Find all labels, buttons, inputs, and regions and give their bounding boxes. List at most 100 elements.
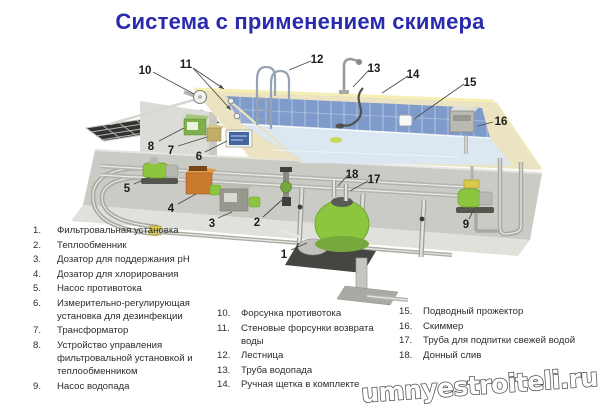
legend-item-number: 11.	[217, 322, 230, 334]
legend-item: 10. Форсунка противотока	[217, 307, 379, 320]
legend-item-text: Стеновые форсунки возврата воды	[241, 322, 374, 347]
measuring-unit	[225, 129, 253, 148]
legend-item-number: 1.	[33, 225, 42, 236]
legend-column-3: 15. Подводный прожектор 16. Скиммер 17. Тру…	[399, 305, 579, 363]
legend-item: 12. Лестница	[217, 349, 379, 362]
ladder	[255, 65, 291, 129]
transformer	[206, 124, 224, 142]
callout-10: 10	[139, 65, 152, 77]
legend-item-number: 4.	[33, 268, 42, 280]
back-pipe	[109, 97, 198, 126]
legend-column-1: 1. Фильтровальная установка 2. Теплообменн…	[33, 224, 235, 394]
chlorine-dosing-unit	[185, 166, 222, 196]
callout-7: 7	[168, 145, 174, 157]
legend-item-number: 7.	[33, 325, 42, 337]
legend-item: 15. Подводный прожектор	[399, 305, 579, 318]
wall-return-nozzles	[227, 97, 241, 120]
callout-2: 2	[254, 217, 260, 229]
legend-item-text: Труба для подпитки свежей водой	[423, 335, 576, 347]
callout-17: 17	[368, 174, 381, 186]
counterflow-nozzle	[183, 89, 208, 105]
callout-8: 8	[148, 141, 155, 153]
legend-item: 3. Дозатор для поддержания pH	[33, 253, 235, 266]
legend-item-number: 13.	[217, 364, 231, 376]
callout-16: 16	[495, 116, 508, 128]
legend-item: 17. Труба для подпитки свежей водой	[399, 334, 579, 347]
callout-13: 13	[368, 63, 381, 75]
callout-11: 11	[180, 59, 193, 71]
legend-item-text: Ручная щетка в комплекте	[241, 379, 360, 391]
legend-item-number: 17.	[399, 335, 413, 347]
ph-dosing-unit	[219, 183, 261, 212]
legend-item: 1. Фильтровальная установка	[33, 224, 235, 237]
pipe-pedestal	[336, 257, 409, 306]
legend-item-number: 3.	[33, 254, 42, 266]
legend-item: 9. Насос водопада	[33, 380, 235, 393]
legend-item-text: Дозатор для хлорирования	[57, 268, 179, 280]
legend-item-number: 15.	[399, 306, 413, 317]
callout-12: 12	[311, 54, 324, 66]
page-title: Система с применением скимера	[115, 9, 485, 34]
legend-item-number: 10.	[217, 308, 231, 319]
legend-item: 6. Измерительно-регулирующая установка дл…	[33, 297, 235, 323]
callout-14: 14	[407, 69, 420, 81]
counterflow-pump	[141, 157, 179, 184]
legend-item-number: 16.	[399, 320, 413, 332]
waterfall-pipe	[339, 57, 362, 94]
legend-item-number: 5.	[33, 283, 42, 295]
legend-item: 2. Теплообменник	[33, 239, 235, 252]
legend-item: 13. Труба водопада	[217, 364, 379, 377]
drain-fittings	[331, 180, 349, 201]
legend-item: 8. Устройство управления фильтровальной у…	[33, 339, 235, 378]
legend-item: 11. Стеновые форсунки возврата воды	[217, 322, 379, 348]
legend-item: 5. Насос противотока	[33, 282, 235, 295]
legend-item-number: 14.	[217, 379, 231, 391]
legend-item-number: 9.	[33, 380, 42, 392]
legend-item-number: 8.	[33, 339, 42, 351]
pool-basin	[223, 95, 512, 165]
legend-item-text: Фильтровальная установка	[57, 225, 179, 236]
legend-item-text: Подводный прожектор	[423, 306, 524, 317]
legend-item-text: Форсунка противотока	[241, 308, 342, 319]
legend-item: 18. Донный слив	[399, 349, 579, 362]
callout-18: 18	[346, 169, 359, 181]
callout-1: 1	[281, 249, 288, 261]
legend-item-number: 2.	[33, 239, 42, 251]
callout-5: 5	[124, 183, 131, 195]
legend-item-number: 12.	[217, 350, 231, 362]
legend-item-text: Трансформатор	[57, 325, 129, 337]
legend-item-text: Измерительно-регулирующая установка для …	[57, 297, 191, 322]
legend-item: 14. Ручная щетка в комплекте	[217, 378, 379, 391]
legend-item: 7. Трансформатор	[33, 324, 235, 337]
legend-item-text: Теплообменник	[57, 239, 127, 251]
pipes-right	[464, 136, 524, 237]
callout-3: 3	[209, 218, 215, 230]
heat-exchanger	[280, 167, 292, 206]
skimmer	[449, 106, 478, 133]
legend-item-text: Устройство управления фильтровальной уст…	[57, 339, 193, 377]
legend-item-text: Лестница	[241, 350, 284, 362]
underwater-light	[398, 114, 413, 127]
callout-4: 4	[168, 203, 175, 215]
legend-item: 4. Дозатор для хлорирования	[33, 268, 235, 281]
callout-9: 9	[463, 219, 469, 231]
legend-item-text: Скиммер	[423, 320, 464, 332]
legend-item-number: 18.	[399, 349, 413, 361]
legend-item-text: Труба водопада	[241, 364, 313, 376]
legend-item-number: 6.	[33, 297, 42, 309]
legend-item-text: Донный слив	[423, 349, 482, 361]
legend-item-text: Дозатор для поддержания pH	[57, 254, 190, 266]
callout-6: 6	[196, 151, 202, 163]
callout-15: 15	[464, 77, 477, 89]
legend-item: 16. Скиммер	[399, 320, 579, 333]
filter-unit	[279, 197, 376, 273]
waterfall-pump	[456, 166, 494, 213]
legend-item-text: Насос противотока	[57, 283, 142, 295]
legend-column-2: 10. Форсунка противотока 11. Стеновые форс…	[217, 307, 379, 393]
callout-leaders	[133, 60, 494, 251]
legend-item-text: Насос водопада	[57, 380, 130, 392]
control-unit	[183, 114, 209, 136]
hand-brush	[330, 87, 364, 143]
